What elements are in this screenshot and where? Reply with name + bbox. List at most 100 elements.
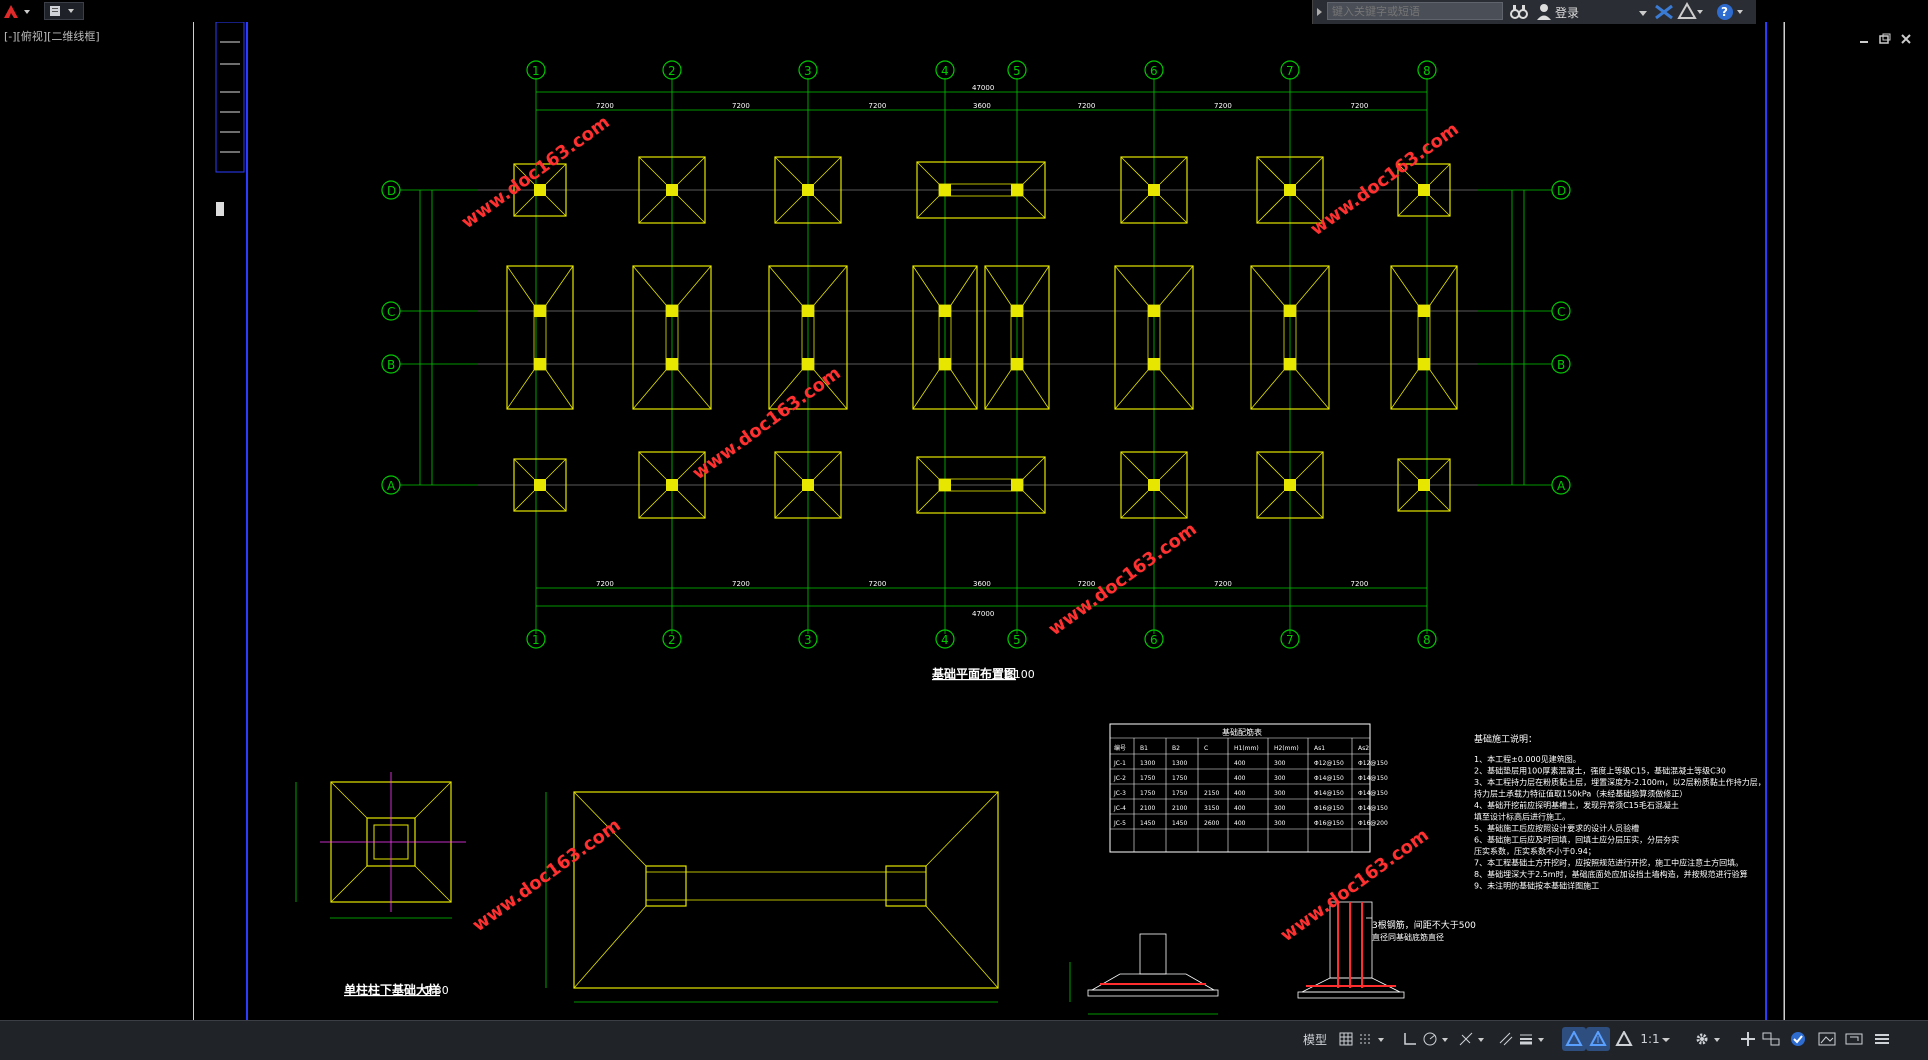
isodraft-button[interactable] — [1458, 1027, 1488, 1051]
schedule-cell: JC-3 — [1113, 790, 1126, 797]
schedule-cell: JC-2 — [1113, 775, 1126, 782]
schedule-header-cell: H1(mm) — [1234, 745, 1259, 752]
clean-screen-button[interactable] — [1842, 1027, 1866, 1051]
dim-text-bay: 3600 — [973, 102, 991, 110]
minimize-icon[interactable] — [1860, 41, 1868, 43]
lineweight-button[interactable] — [1518, 1027, 1546, 1051]
footing-slope — [912, 265, 940, 306]
detail-title: 单柱柱下基础大样 — [344, 982, 440, 997]
search-input[interactable] — [1327, 2, 1503, 20]
annotation-monitor-button[interactable] — [1736, 1027, 1760, 1051]
dim-text-bay: 3600 — [973, 580, 991, 588]
footing-slope — [1256, 490, 1285, 519]
watermark-text: www.doc163.com — [469, 815, 625, 936]
schedule-cell: 300 — [1274, 760, 1286, 767]
column — [1011, 305, 1023, 317]
quick-access-button[interactable] — [44, 2, 84, 20]
exchange-icon[interactable] — [1653, 2, 1675, 22]
column — [1284, 358, 1296, 370]
isolate-objects-button[interactable] — [1786, 1027, 1810, 1051]
column — [802, 184, 814, 196]
schedule-cell: 2600 — [1204, 820, 1219, 827]
status-bar: 模型 1:1 — [0, 1020, 1928, 1060]
annotation-visibility-button[interactable] — [1562, 1027, 1586, 1051]
viewport-label[interactable]: [-][俯视][二维线框] — [4, 30, 100, 43]
workspace-switch-button[interactable] — [1694, 1027, 1724, 1051]
column — [1284, 305, 1296, 317]
polar-tracking-button[interactable] — [1422, 1027, 1450, 1051]
footing-slope — [513, 490, 535, 512]
help-icon[interactable]: ? — [1715, 2, 1745, 22]
footing-slope — [774, 490, 803, 519]
footing-slope — [1295, 265, 1330, 306]
auto-scale-icon — [1589, 1031, 1607, 1046]
grid-display-button[interactable] — [1334, 1027, 1358, 1051]
object-snap-tracking-button[interactable] — [1494, 1027, 1518, 1051]
footing-slope — [677, 369, 712, 410]
osnap-track-icon — [1499, 1032, 1513, 1046]
axis-bubble-4 — [935, 629, 955, 649]
footing-outline — [1256, 156, 1324, 224]
svg-text:?: ? — [1721, 5, 1728, 19]
schedule-header-cell: As1 — [1314, 745, 1325, 752]
isolate-icon — [1791, 1032, 1805, 1046]
detail-twin-slope — [925, 791, 999, 867]
app-menu-button[interactable] — [0, 2, 36, 20]
axis-label: A — [1557, 479, 1566, 493]
footing-JC-2-D — [1256, 156, 1324, 224]
binoculars-icon[interactable] — [1509, 2, 1529, 22]
plan-title: 基础平面布置图 — [931, 666, 1016, 681]
note-line: 持力层土承载力特征值取150kPa（未经基础验算须做修正） — [1474, 789, 1687, 799]
login-dropdown-icon[interactable] — [1637, 2, 1649, 22]
axis-bubble-4 — [935, 60, 955, 80]
login-link[interactable]: 登录 — [1555, 6, 1580, 20]
footing-slope — [677, 490, 706, 519]
annotation-scale-button[interactable] — [1612, 1027, 1636, 1051]
footing-slope — [1429, 195, 1451, 217]
axis-label: 8 — [1423, 633, 1431, 647]
auto-scale-button[interactable] — [1586, 1027, 1610, 1051]
restore-icon[interactable] — [1879, 33, 1891, 44]
model-tab-button[interactable]: 模型 — [1298, 1027, 1332, 1051]
units-button[interactable] — [1760, 1027, 1784, 1051]
schedule-cell: Φ16@150 — [1314, 820, 1344, 827]
schedule-header-cell: H2(mm) — [1274, 745, 1299, 752]
footing-outline — [912, 265, 978, 410]
column — [802, 305, 814, 317]
schedule-cell: 1750 — [1172, 790, 1187, 797]
connect-icon[interactable] — [1677, 2, 1705, 22]
footing-JC-1-A — [513, 458, 567, 512]
footing-slope — [1429, 369, 1458, 410]
axis-bubble-8 — [1417, 60, 1437, 80]
axis-bubble-7 — [1280, 629, 1300, 649]
schedule-title: 基础配筋表 — [1222, 727, 1262, 737]
schedule-header-cell: C — [1204, 745, 1208, 752]
footing-outline — [1120, 451, 1188, 519]
footing-JC-4-3 — [768, 265, 848, 410]
schedule-cell: 2100 — [1172, 805, 1187, 812]
column — [939, 305, 951, 317]
schedule-cell: Φ12@150 — [1358, 760, 1388, 767]
footing-slope — [768, 369, 803, 410]
customization-button[interactable] — [1870, 1027, 1894, 1051]
dim-text-bay: 7200 — [596, 580, 614, 588]
column — [939, 184, 951, 196]
window-minimize-button[interactable] — [1860, 0, 1882, 22]
note-line: 4、基础开挖前应探明基槽土，发现异常须C15毛石混凝土 — [1474, 800, 1679, 810]
scale-dropdown[interactable]: 1:1 — [1636, 1027, 1676, 1051]
infer-constraints-button[interactable] — [1398, 1027, 1422, 1051]
axis-label: 4 — [941, 633, 949, 647]
close-icon[interactable] — [1901, 34, 1911, 44]
expand-arrow-icon[interactable] — [1313, 0, 1325, 24]
column — [1011, 184, 1023, 196]
snap-mode-button[interactable] — [1358, 1027, 1386, 1051]
dim-text-bay: 7200 — [1351, 102, 1369, 110]
schedule-cell: 2100 — [1140, 805, 1155, 812]
hardware-acceleration-button[interactable] — [1816, 1027, 1840, 1051]
footing-slope — [1159, 156, 1188, 185]
footing-slope — [1114, 265, 1149, 306]
column — [1418, 358, 1430, 370]
footing-slope — [1159, 369, 1194, 410]
footing-slope — [513, 163, 535, 185]
